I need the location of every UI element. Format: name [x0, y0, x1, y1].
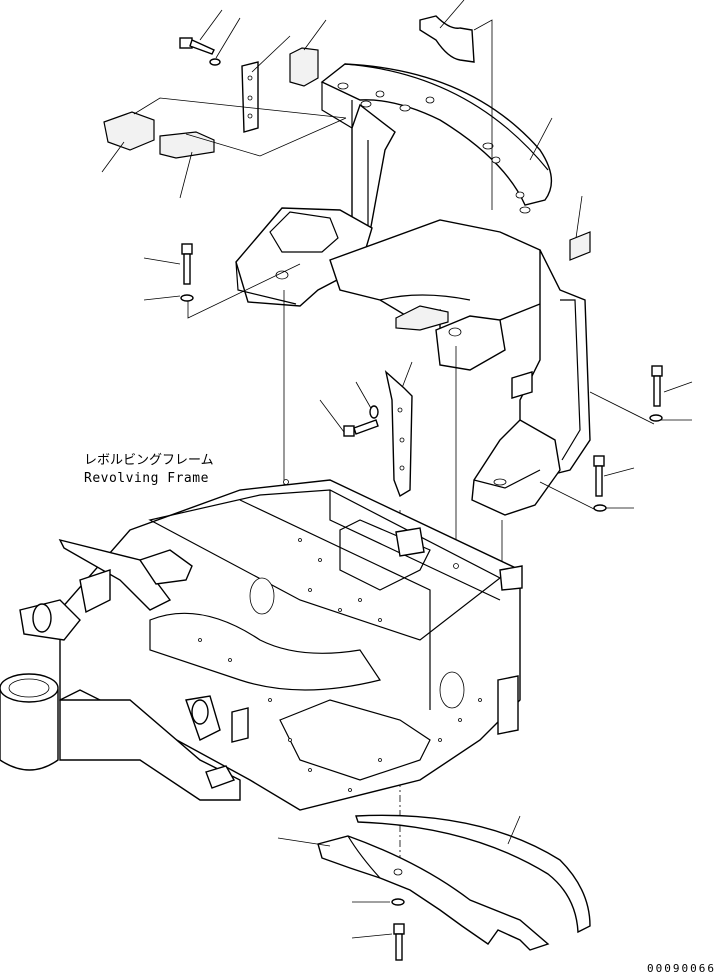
vertical-bracket [384, 370, 413, 498]
washer-bottom [391, 898, 405, 906]
counterweight [235, 63, 591, 516]
bolt-right-1 [651, 365, 663, 407]
washer-right-2 [593, 504, 607, 512]
frame-label-en: Revolving Frame [84, 471, 209, 486]
cushion-block-3 [159, 131, 215, 159]
washer-center [369, 405, 379, 419]
bolt-center [343, 419, 379, 437]
frame-holes [198, 479, 482, 792]
bolt-top [179, 37, 215, 55]
top-small-parts [103, 15, 591, 261]
boom-pedestal [0, 673, 59, 771]
cushion-block-1 [289, 47, 319, 87]
leader-lines-top [101, 0, 693, 511]
bolt-left [181, 243, 193, 285]
revolving-frame [0, 479, 523, 811]
cushion-block-2 [103, 111, 155, 151]
washer-top [209, 58, 221, 66]
under-cover [317, 835, 550, 951]
curved-seal [355, 814, 591, 934]
pad-right [569, 231, 591, 261]
mounting-bolts [180, 243, 663, 512]
washer-right-1 [649, 414, 663, 422]
bolt-bottom [393, 923, 405, 961]
washer-left [180, 294, 194, 302]
bottom-bolts [391, 898, 405, 961]
frame-label: レボルビングフレーム Revolving Frame [84, 453, 214, 486]
wavy-plate [419, 15, 475, 63]
frame-label-jp: レボルビングフレーム [84, 453, 214, 468]
bolt-right-2 [593, 455, 605, 497]
drawing-number: 00090066 [647, 962, 716, 975]
leader-lines-bottom [277, 815, 521, 939]
